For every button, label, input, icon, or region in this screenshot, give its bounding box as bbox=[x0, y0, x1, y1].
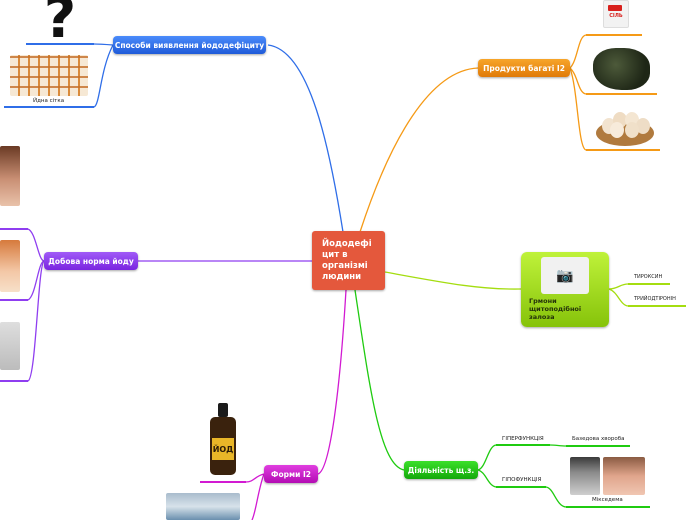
question-mark-image: ? bbox=[43, 0, 77, 42]
central-label: Йододефі цит в організмі людини bbox=[322, 239, 372, 282]
graves-disease-label[interactable]: Базедова хвороба bbox=[572, 436, 625, 442]
link-forms bbox=[317, 289, 347, 475]
eggs-drawing bbox=[596, 112, 654, 146]
adult-photo-image bbox=[0, 322, 20, 370]
iodine-net-image bbox=[10, 55, 88, 96]
iodine-net-caption: Йдна сітка bbox=[33, 98, 65, 104]
link-detection bbox=[267, 44, 344, 233]
child-smiling-image bbox=[0, 240, 20, 292]
myxedema-label[interactable]: Мікседема bbox=[592, 497, 623, 503]
branch-detection[interactable]: Способи виявлення йододефіциту bbox=[113, 36, 266, 54]
child-photo-image bbox=[0, 146, 20, 206]
branch-daily-norm-label: Добова норма йоду bbox=[48, 256, 134, 266]
eggs-basket-image bbox=[595, 106, 655, 146]
patient-photo-left-image bbox=[570, 457, 600, 495]
link-activity bbox=[354, 289, 405, 471]
branch-daily-norm[interactable]: Добова норма йоду bbox=[44, 252, 138, 270]
branch-products-label: Продукти багаті I2 bbox=[483, 63, 565, 73]
branch-activity-label: Діяльність щ.з. bbox=[407, 465, 475, 475]
image-placeholder-icon: 📷 bbox=[541, 257, 589, 294]
hormone-thyroxine[interactable]: ТИРОКСИН bbox=[634, 274, 663, 280]
hormone-triiodothyronine[interactable]: ТРИЙОДТІРОНІН bbox=[634, 296, 676, 302]
salt-package-label: СІЛЬ bbox=[609, 13, 623, 19]
salt-package-image: СІЛЬ bbox=[603, 0, 629, 28]
seaweed-image bbox=[593, 48, 650, 90]
iodine-bottle-image: ЙОД bbox=[207, 403, 239, 477]
central-node[interactable]: Йододефі цит в організмі людини bbox=[312, 231, 385, 290]
branch-detection-label: Способи виявлення йододефіциту bbox=[114, 40, 265, 50]
hyperfunction-label[interactable]: ГІПЕРФУНКЦІЯ bbox=[502, 436, 544, 442]
branch-hormones-label: Грмони щитоподібної залоза bbox=[529, 297, 582, 321]
link-products bbox=[359, 67, 479, 233]
branch-forms-label: Форми I2 bbox=[271, 469, 311, 479]
hypofunction-label[interactable]: ГІПОФУНКЦІЯ bbox=[502, 477, 542, 483]
branch-products[interactable]: Продукти багаті I2 bbox=[478, 59, 570, 77]
branch-activity[interactable]: Діяльність щ.з. bbox=[404, 461, 478, 479]
sea-photo-image bbox=[166, 493, 240, 520]
iodine-bottle-label: ЙОД bbox=[212, 438, 234, 460]
branch-hormones[interactable]: 📷 Грмони щитоподібної залоза bbox=[521, 252, 609, 327]
patient-photo-right-image bbox=[603, 457, 645, 495]
branch-forms[interactable]: Форми I2 bbox=[264, 465, 318, 483]
link-hormones bbox=[384, 271, 522, 290]
